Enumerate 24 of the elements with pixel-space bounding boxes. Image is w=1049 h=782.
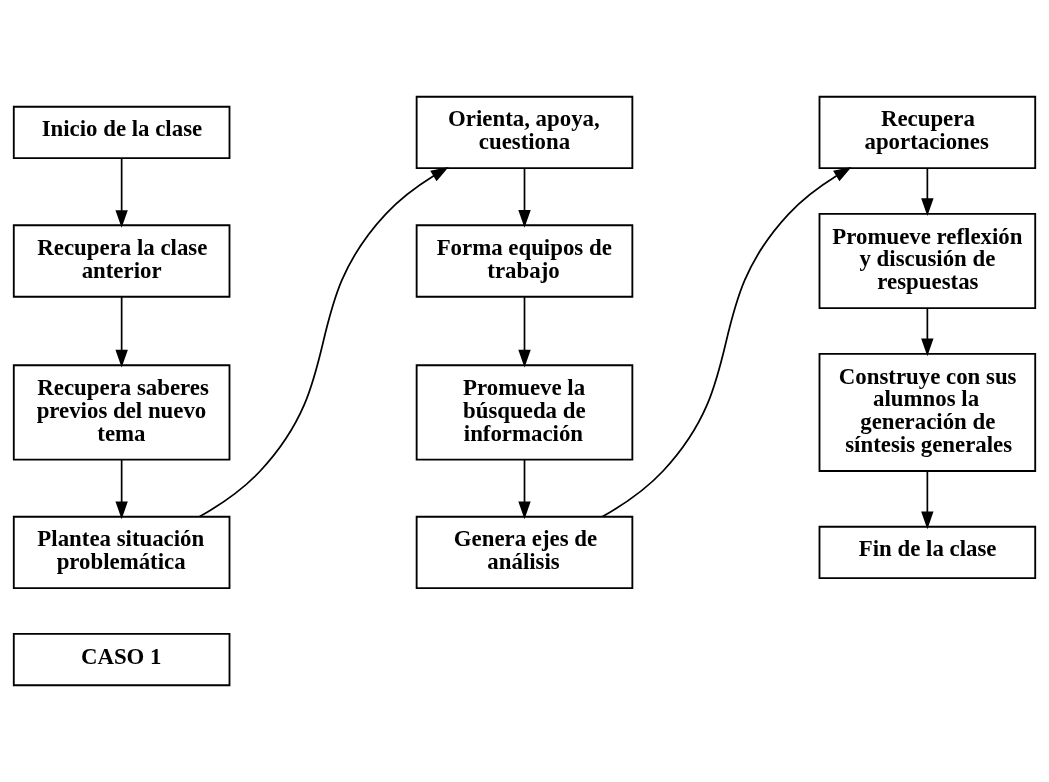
node-box: Fin de la clase: [818, 525, 1037, 580]
node-box: Recupera aportaciones: [818, 95, 1037, 170]
node-box: Recupera saberes previos del nuevo tema: [12, 364, 231, 461]
arrow: [115, 459, 128, 520]
node-box: CASO 1: [12, 632, 231, 687]
arrow: [921, 167, 934, 217]
node-box: Inicio de la clase: [12, 105, 231, 160]
node-box: Orienta, apoya, cuestiona: [415, 95, 634, 170]
node-box: Recupera la clase anterior: [12, 224, 231, 298]
arrow: [601, 167, 852, 518]
arrow: [115, 157, 128, 228]
arrow: [518, 459, 531, 520]
arrow: [115, 296, 128, 368]
arrow: [518, 167, 531, 228]
node-box: Forma equipos de trabajo: [415, 224, 634, 298]
node-box: Promueve reflexión y discusión de respuestas: [818, 212, 1037, 310]
node-box: Promueve la búsqueda de información: [415, 364, 634, 461]
node-box: Construye con sus alumnos la generación de síntesis generales: [818, 352, 1037, 472]
node-box: Plantea situación problemática: [12, 515, 231, 590]
arrow: [921, 307, 934, 357]
arrow: [921, 470, 934, 530]
arrow: [518, 296, 531, 368]
node-box: Genera ejes de análisis: [415, 515, 634, 590]
arrow: [198, 167, 449, 518]
